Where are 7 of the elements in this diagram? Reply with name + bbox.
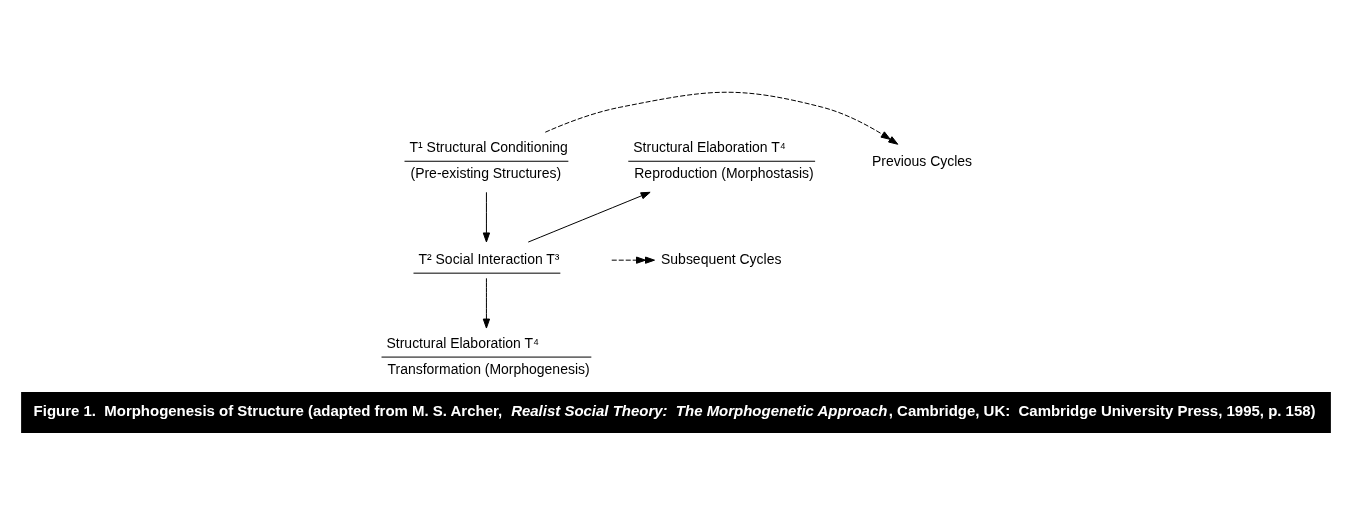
caption: Figure 1. Morphogenesis of Structure (adapted from M. S. Archer, Realist Social Theory: The Morphogenetic Approach, Cambridge, UK: Cambridge University Press, 1995, p. 158) — [33, 401, 1316, 419]
node-text: T¹ Structural Conditioning (Pre-existing Structures) — [409, 139, 568, 182]
node-text: Structural Elaboration T⁴ Reproduction (Morphostasis) — [633, 139, 814, 182]
node-text: T² Social Interaction T³ — [418, 251, 560, 268]
node-text: Previous Cycles — [871, 152, 973, 169]
node-text: Subsequent Cycles — [661, 250, 782, 267]
node-text: Structural Elaboration T⁴ Transformation (Morphogenesis) — [386, 335, 590, 378]
